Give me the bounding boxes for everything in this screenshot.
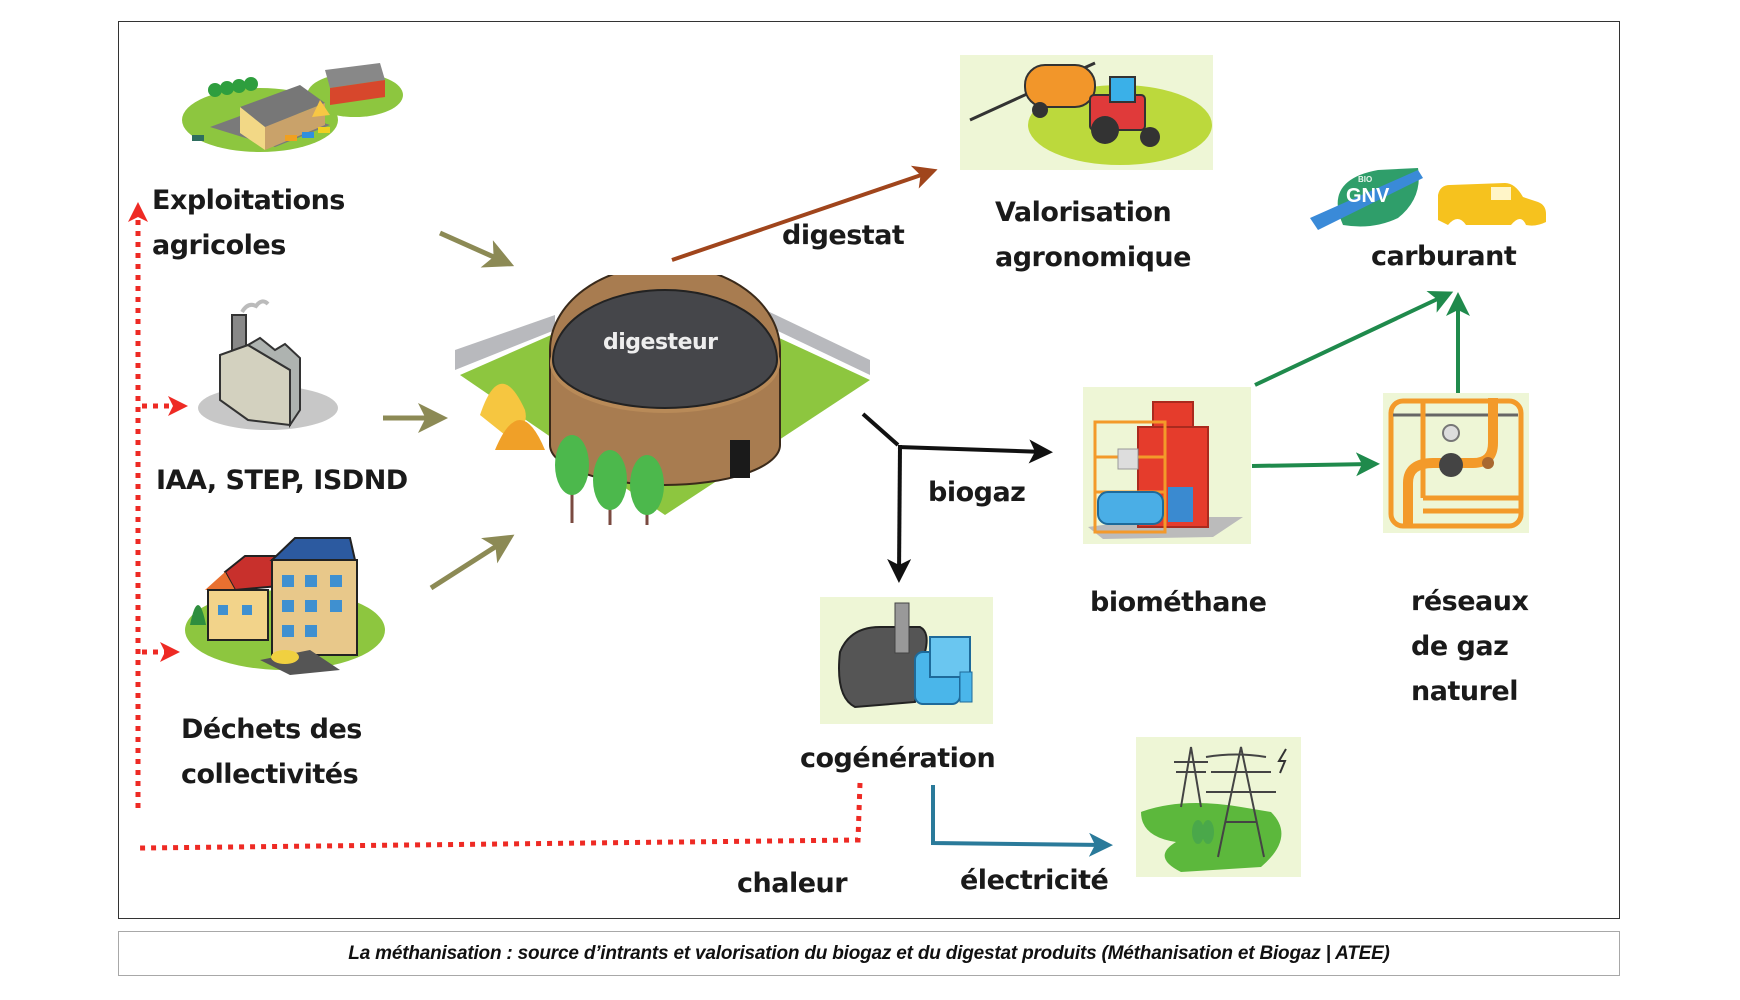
arrow-electricite: [931, 785, 1113, 857]
arrow-biogaz-stem: [861, 412, 900, 447]
digester-icon: [455, 275, 870, 525]
factory-icon: [198, 299, 338, 430]
engine-generator-icon: [820, 597, 993, 724]
gnv-text: GNV: [1346, 185, 1390, 207]
source-exploitations-line1: Exploitations: [152, 185, 345, 216]
source-dechets-label: Déchets des collectivités: [181, 707, 362, 797]
farm-icon: [182, 63, 403, 152]
output-carburant-label: carburant: [1371, 241, 1517, 272]
source-iaa-line1: IAA, STEP, ISDND: [156, 465, 408, 496]
output-biomethane-label: biométhane: [1090, 587, 1267, 618]
figure-caption: La méthanisation : source d’intrants et …: [348, 942, 1390, 964]
source-iaa-label: IAA, STEP, ISDND: [156, 458, 408, 503]
output-reseaux-line2: de gaz: [1411, 631, 1509, 662]
heat-loop-line: [139, 782, 863, 851]
gas-pipes-icon: [1383, 393, 1529, 533]
power-pylons-icon: [1136, 737, 1301, 877]
output-reseaux-label: réseaux de gaz naturel: [1411, 579, 1529, 714]
source-exploitations-label: Exploitations agricoles: [152, 178, 345, 268]
flow-electricite-label: électricité: [960, 865, 1109, 896]
flow-digestat-label: digestat: [782, 220, 905, 251]
output-valorisation-label: Valorisation agronomique: [995, 190, 1191, 280]
purification-unit-icon: [1083, 387, 1251, 544]
source-dechets-line1: Déchets des: [181, 714, 362, 745]
gnv-bio-text: BIO: [1358, 175, 1372, 184]
arrow-biomethane-to-reseaux: [1251, 452, 1380, 477]
output-reseaux-line1: réseaux: [1411, 586, 1529, 617]
output-reseaux-line3: naturel: [1411, 676, 1518, 707]
flow-biogaz-label: biogaz: [928, 477, 1026, 508]
arrow-biogaz-to-biomethane: [897, 439, 1053, 464]
arrow-farm-to-digester: [438, 230, 515, 268]
tractor-spreader-icon: [960, 55, 1213, 170]
output-valorisation-line2: agronomique: [995, 242, 1191, 273]
diagram-frame: [118, 21, 1620, 919]
source-exploitations-line2: agricoles: [152, 230, 286, 261]
arrow-dechets-to-digester: [429, 534, 515, 591]
arrow-biogaz-to-cogeneration: [887, 444, 912, 583]
town-buildings-icon: [185, 537, 385, 675]
output-cogeneration-label: cogénération: [800, 743, 996, 774]
flow-chaleur-label: chaleur: [737, 868, 848, 899]
figure-caption-box: La méthanisation : source d’intrants et …: [118, 931, 1620, 976]
arrow-biomethane-to-carburant: [1254, 290, 1454, 387]
bio-gnv-car-icon: BIO GNV: [1310, 168, 1546, 230]
output-valorisation-line1: Valorisation: [995, 197, 1172, 228]
arrow-digestat: [671, 165, 938, 262]
digester-label: digesteur: [603, 330, 718, 355]
source-dechets-line2: collectivités: [181, 759, 359, 790]
